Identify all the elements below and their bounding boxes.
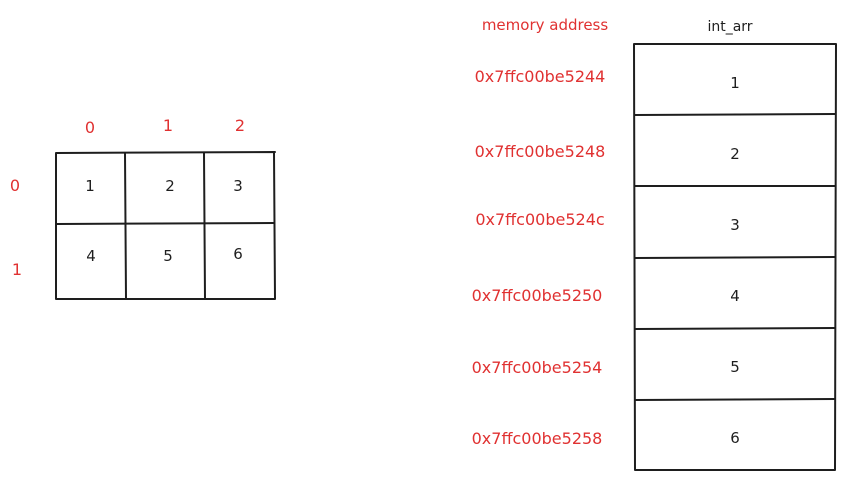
matrix-cell-1-1: 5: [163, 247, 173, 265]
array-name-label: int_arr: [707, 19, 752, 35]
array-divider-5: [634, 398, 836, 401]
memory-address-header: memory address: [482, 16, 609, 34]
matrix-row-divider: [56, 222, 275, 225]
memory-address: 0x7ffc00be5244: [475, 67, 606, 86]
matrix-col-index-1: 1: [163, 116, 173, 135]
matrix-row-index-1: 1: [12, 260, 22, 279]
array-divider-1: [634, 113, 836, 116]
array-cell-value: 4: [730, 287, 740, 305]
matrix-cell-1-2: 6: [233, 245, 243, 263]
array-cell-value: 2: [730, 145, 740, 163]
matrix-2d: 0 1 2 0 1 1 2 3 4 5 6: [10, 116, 276, 300]
array-cell-value: 3: [730, 216, 740, 234]
matrix-outline: [55, 151, 276, 300]
memory-address: 0x7ffc00be524c: [475, 210, 604, 229]
memory-address: 0x7ffc00be5258: [472, 429, 603, 448]
matrix-cell-0-0: 1: [85, 177, 95, 195]
memory-address: 0x7ffc00be5254: [472, 358, 603, 377]
matrix-cell-0-2: 3: [233, 177, 243, 195]
matrix-col-index-0: 0: [85, 118, 95, 137]
array-cell-value: 6: [730, 429, 740, 447]
array-cell-value: 1: [730, 74, 740, 92]
memory-layout: memory address int_arr 0x7ffc00be5244 0x…: [472, 16, 837, 471]
matrix-cell-1-0: 4: [86, 247, 96, 265]
memory-address: 0x7ffc00be5250: [472, 286, 603, 305]
matrix-col-divider-1: [124, 152, 127, 300]
array-divider-3: [634, 256, 836, 259]
array-divider-4: [634, 327, 836, 330]
matrix-row-index-0: 0: [10, 176, 20, 195]
memory-address: 0x7ffc00be5248: [475, 142, 606, 161]
array-cell-value: 5: [730, 358, 740, 376]
matrix-col-index-2: 2: [235, 116, 245, 135]
matrix-cell-0-1: 2: [165, 177, 175, 195]
array-outline: [633, 43, 837, 471]
matrix-col-divider-2: [203, 152, 206, 300]
